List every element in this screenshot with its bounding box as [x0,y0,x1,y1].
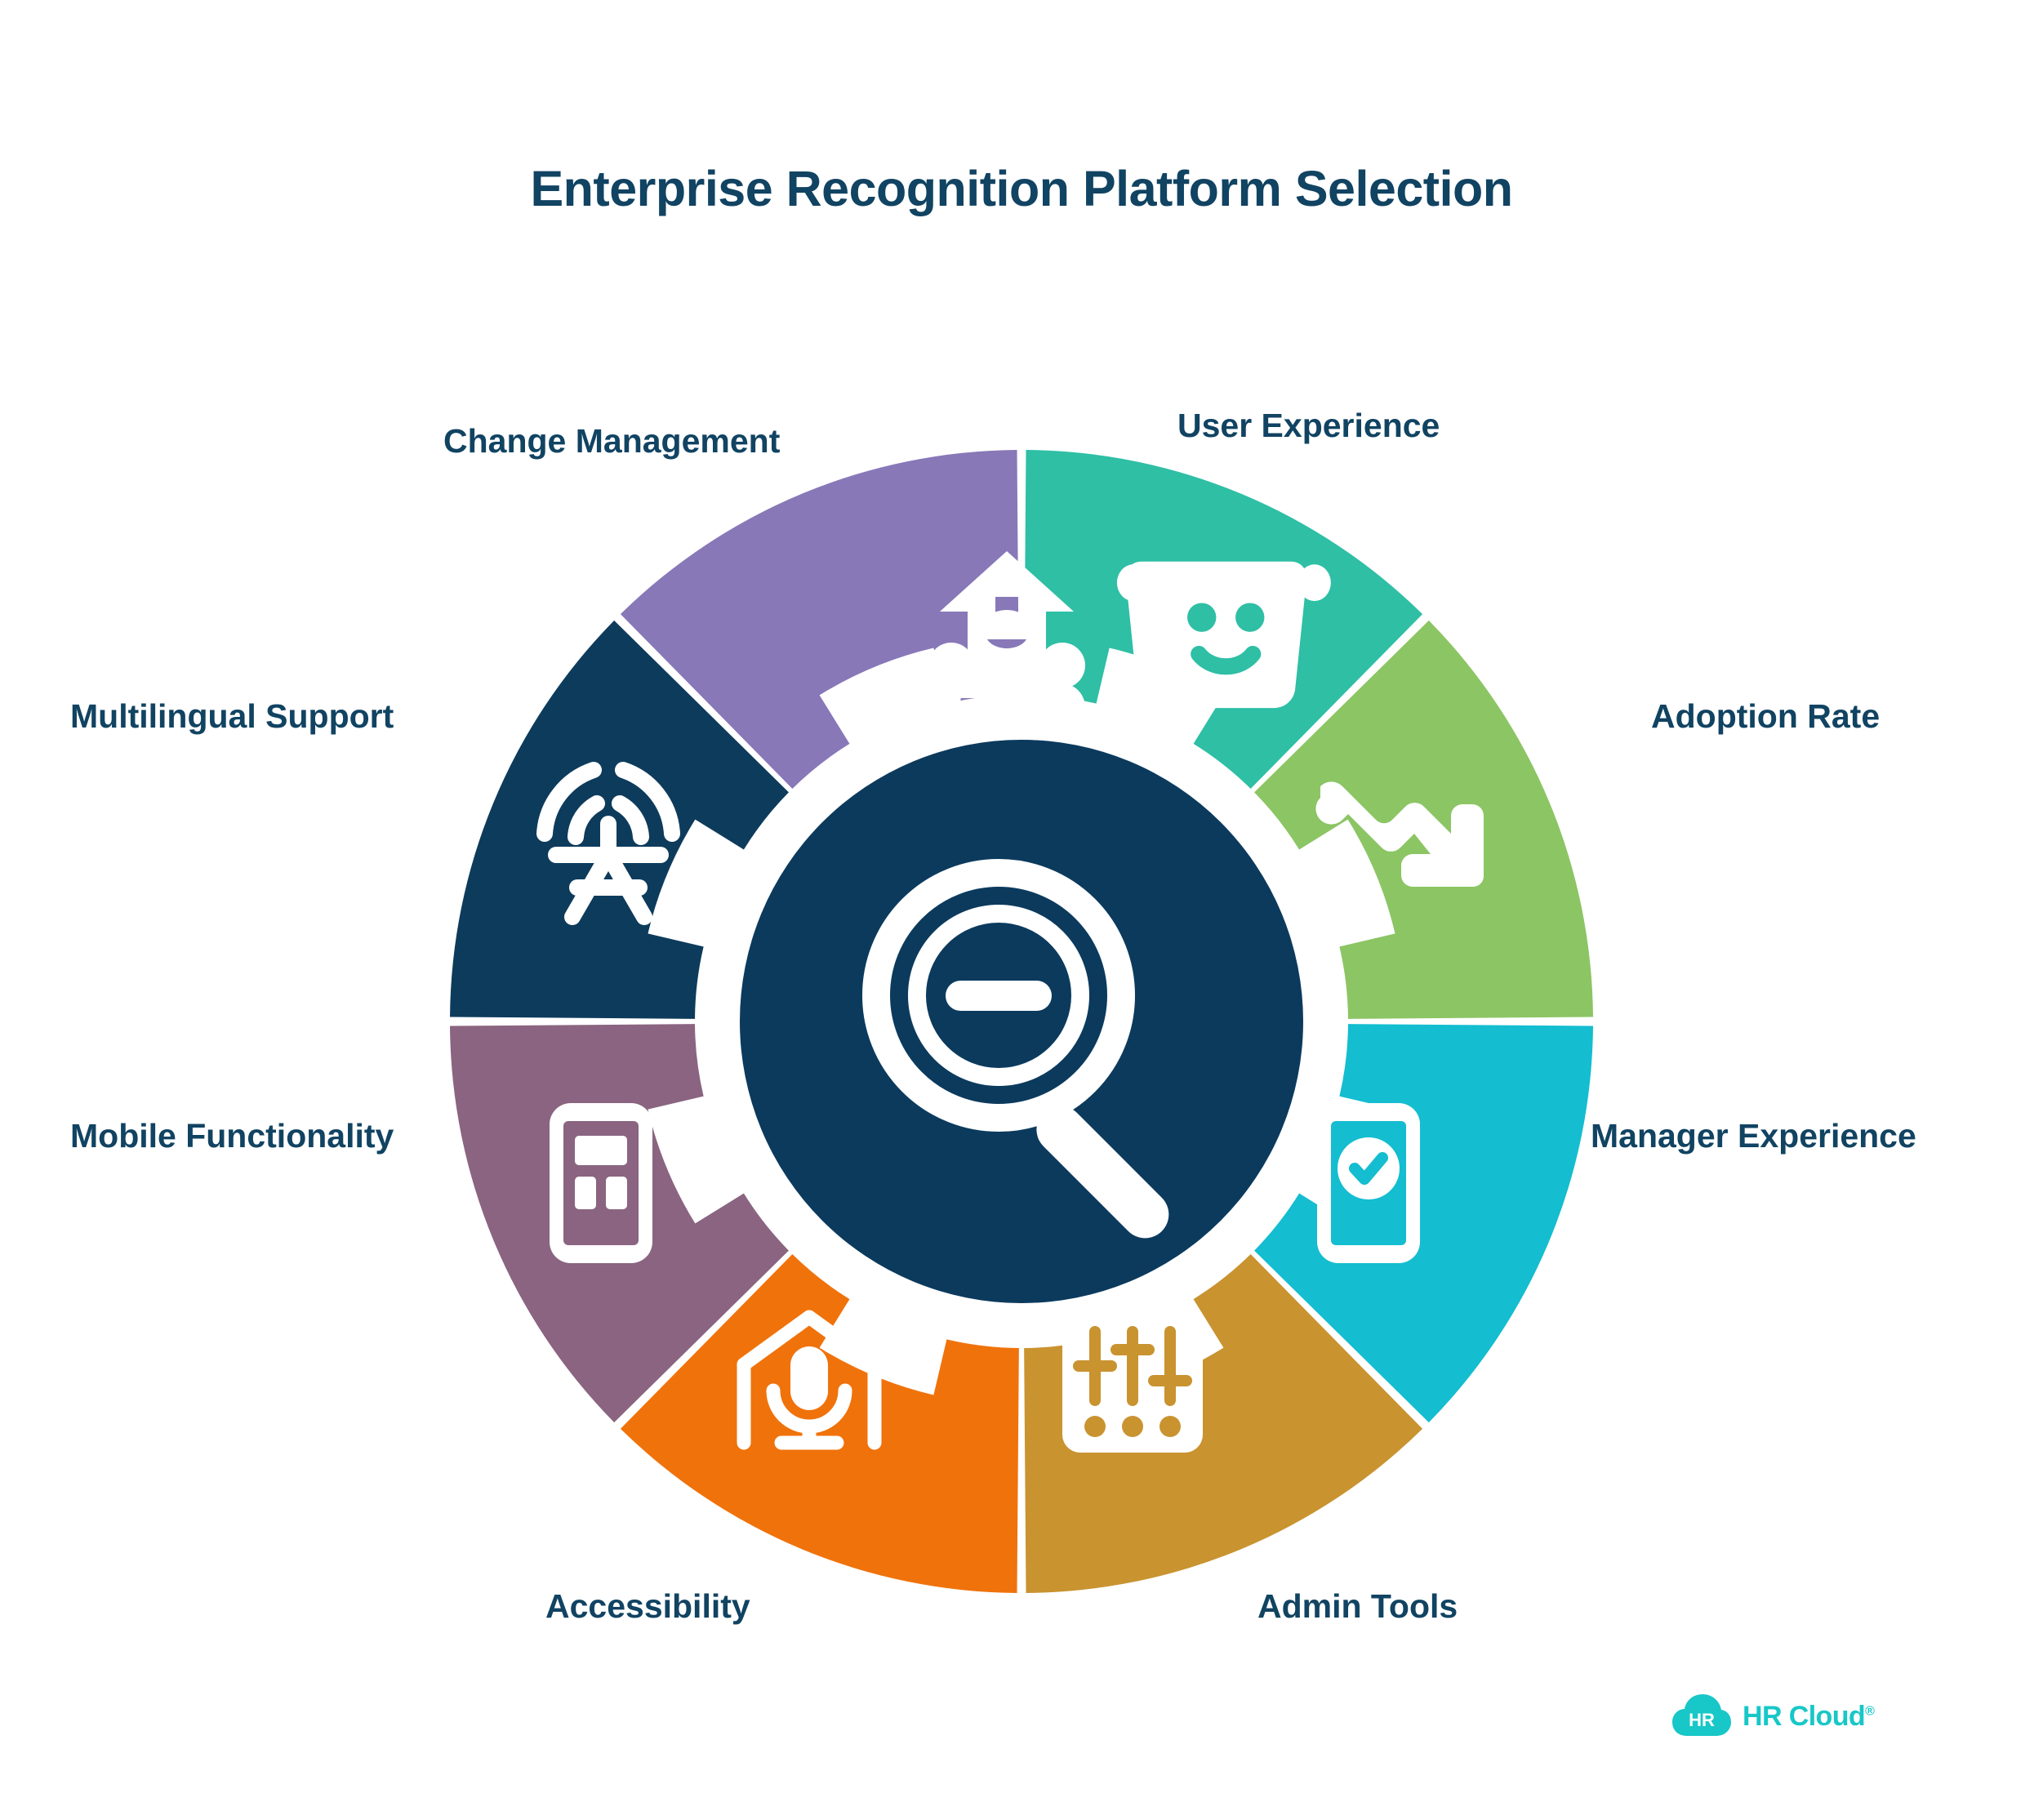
registered-mark: ® [1865,1704,1875,1719]
segment-label-mobile-functionality: Mobile Functionality [70,1117,394,1155]
recognition-platform-wheel [450,450,1593,1593]
magnifier-minus-icon [862,859,1169,1239]
wheel-segment-change-management[interactable] [620,450,1019,789]
segment-label-change-management: Change Management [443,422,781,460]
hr-cloud-name: HR Cloud [1743,1700,1866,1732]
segment-label-accessibility: Accessibility [545,1587,750,1625]
center-hub [740,740,1303,1303]
segment-label-adoption-rate: Adoption Rate [1651,697,1881,735]
segment-label-manager-experience: Manager Experience [1591,1117,1916,1155]
hr-cloud-mark-text: HR [1689,1710,1715,1730]
segment-label-user-experience: User Experience [1177,407,1440,444]
segment-label-multilingual-support: Multilingual Support [70,697,394,735]
page-title: Enterprise Recognition Platform Selectio… [530,161,1513,216]
wheel-segment-admin-tools[interactable] [1024,1254,1423,1593]
wheel-segment-manager-experience[interactable] [1254,1024,1593,1423]
hr-cloud-mark-icon: HR [1672,1693,1731,1739]
hr-cloud-logo: HR HR Cloud® [1672,1693,1875,1739]
hr-cloud-wordmark: HR Cloud® [1743,1700,1875,1733]
segment-label-admin-tools: Admin Tools [1257,1587,1458,1625]
